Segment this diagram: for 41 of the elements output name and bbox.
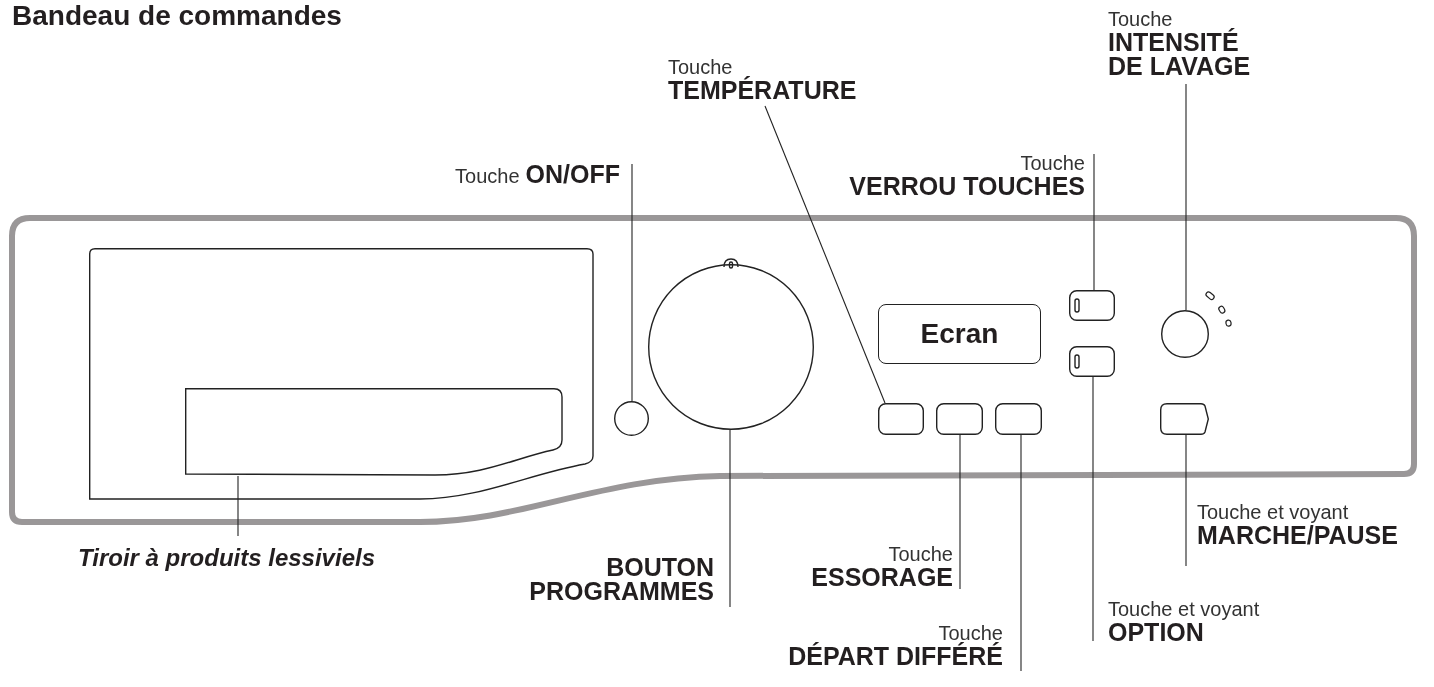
leader-line xyxy=(237,475,239,537)
callout-caption: Touche xyxy=(455,165,520,187)
program-dial xyxy=(648,256,814,430)
callout-caption: Touche xyxy=(887,543,953,565)
callout-title: MARCHE/PAUSE xyxy=(1197,523,1398,547)
callout-title: BOUTON PROGRAMMES xyxy=(528,555,714,603)
leader-line xyxy=(764,105,886,404)
callout-caption: Touche xyxy=(1108,8,1173,30)
display-screen xyxy=(878,304,1041,364)
leader-line xyxy=(1020,434,1022,672)
callout-title: TEMPÉRATURE xyxy=(668,78,857,102)
callout-caption: Touche xyxy=(1019,152,1085,174)
push-button xyxy=(1069,290,1115,321)
start-button xyxy=(1160,403,1209,435)
leader-line xyxy=(1093,153,1095,291)
callout-caption: Touche xyxy=(668,56,733,78)
diagram-title: Bandeau de commandes xyxy=(12,0,342,32)
callout-caption: Touche et voyant xyxy=(1197,501,1350,523)
drawer-handle xyxy=(185,388,563,476)
push-button xyxy=(878,403,924,435)
callout-title: ON/OFF xyxy=(525,160,620,188)
push-button xyxy=(936,403,983,435)
leader-line xyxy=(1185,434,1187,567)
leader-line xyxy=(631,163,633,402)
push-button xyxy=(1069,346,1115,377)
leader-line xyxy=(959,434,961,590)
leader-line xyxy=(1092,376,1094,642)
callout-title: ESSORAGE xyxy=(811,565,953,589)
drawer-outline xyxy=(89,248,594,500)
callout-title: VERROU TOUCHES xyxy=(849,174,1085,198)
rotary-knob xyxy=(1161,310,1209,358)
leader-line xyxy=(729,429,731,608)
power-button xyxy=(614,401,649,436)
callout-title: DÉPART DIFFÉRÉ xyxy=(788,644,1003,668)
leader-line xyxy=(1185,83,1187,311)
callout-title: INTENSITÉ DE LAVAGE xyxy=(1108,30,1252,78)
screen-label: Ecran xyxy=(920,318,999,350)
callout-title: OPTION xyxy=(1108,620,1204,644)
push-button xyxy=(995,403,1042,435)
callout-title: Tiroir à produits lessiviels xyxy=(78,546,375,570)
callout-caption: Touche et voyant xyxy=(1108,598,1260,620)
